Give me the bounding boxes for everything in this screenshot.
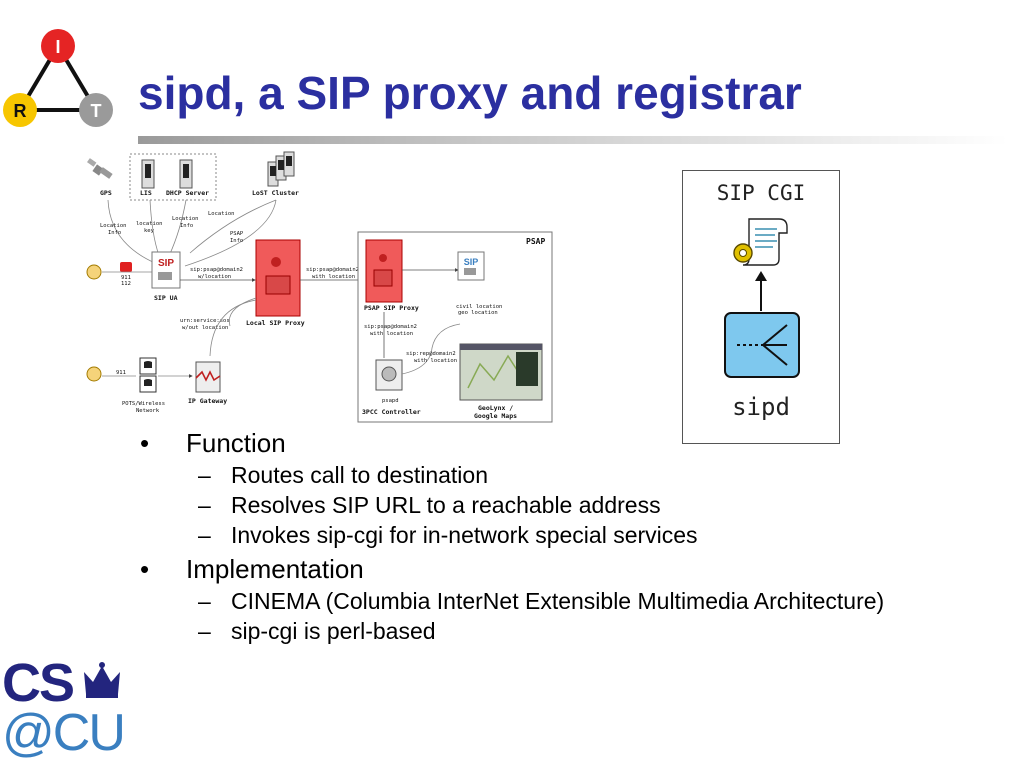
sip-psap-1b: w/location: [198, 274, 231, 280]
local-sip-proxy-icon: [255, 239, 301, 317]
controller-icon: [375, 359, 403, 391]
num-911-b: 911: [116, 370, 126, 376]
irt-logo-i-circle: [41, 29, 75, 63]
irt-logo-r: R: [14, 101, 27, 121]
architecture-diagram: GPS LIS DHCP Server LoST Cluster Locatio…: [86, 151, 553, 423]
sip-rep-b: with location: [414, 358, 457, 364]
location-3: Location: [208, 211, 235, 217]
sip-cgi-title: SIP CGI: [716, 181, 806, 205]
geolynx-label-b: Google Maps: [474, 412, 517, 420]
gps-satellite-icon: [87, 158, 113, 179]
local-proxy-label: Local SIP Proxy: [246, 319, 305, 327]
urn-service: urn:service:sos: [180, 318, 230, 324]
red-phone-icon: [120, 262, 132, 272]
lost-cluster-icon: [267, 151, 295, 187]
psap-info: PSAP: [230, 231, 244, 237]
urn-service-b: w/out location: [182, 325, 228, 331]
lis-dhcp-group: [129, 153, 217, 201]
dhcp-server-icon: [179, 159, 193, 189]
slide-title: sipd, a SIP proxy and registrar: [138, 67, 802, 119]
pots-label-b: Network: [136, 408, 160, 414]
ip-gateway-icon: [195, 361, 221, 393]
controller-label: 3PCC Controller: [362, 408, 421, 416]
up-arrow: [755, 271, 767, 311]
sipd-label: sipd: [732, 393, 790, 421]
crown-icon: [84, 662, 120, 698]
lost-label: LoST Cluster: [252, 189, 299, 197]
sip-psap-2: sip:psap@domain2: [306, 267, 359, 273]
location-info-1: Location: [100, 223, 127, 229]
dhcp-label: DHCP Server: [166, 189, 209, 197]
psap-label: PSAP: [526, 237, 545, 246]
num-911: 911: [121, 275, 131, 281]
location-key-b: key: [144, 228, 155, 234]
irt-logo-t-circle: [79, 93, 113, 127]
sip-psap-3b: with location: [370, 331, 413, 337]
civil-location: civil location: [456, 304, 502, 310]
psapd-label: psapd: [382, 398, 399, 404]
cs-logo-text: CS: [2, 653, 75, 713]
num-112: 112: [121, 281, 131, 287]
cu-logo-text: @CU: [2, 704, 126, 762]
cgi-script-icon: [733, 218, 788, 266]
irt-logo-i: I: [55, 37, 60, 57]
pots-phone-icon: [139, 357, 157, 393]
location-info-2b: Info: [180, 223, 193, 229]
sip-rep: sip:rep@domain2: [406, 351, 456, 357]
title-rule: [138, 136, 1008, 144]
sip-psap-3: sip:psap@domain2: [364, 324, 417, 330]
location-info-2: Location: [172, 216, 199, 222]
psap-sip-ua-icon: SIP: [457, 251, 485, 281]
psap-sip-proxy-icon: [365, 239, 403, 303]
ip-gateway-label: IP Gateway: [188, 397, 227, 405]
irt-logo-r-circle: [3, 93, 37, 127]
psap-proxy-label: PSAP SIP Proxy: [364, 304, 419, 312]
location-info-1b: Info: [108, 230, 121, 236]
gps-label: GPS: [100, 189, 112, 197]
lis-server-icon: [141, 159, 155, 189]
lis-label: LIS: [140, 189, 152, 197]
psap-info-b: Info: [230, 238, 243, 244]
svg-text:SIP: SIP: [158, 258, 174, 269]
civil-location-b: geo location: [458, 310, 498, 316]
svg-text:SIP: SIP: [464, 257, 479, 267]
sip-psap-1: sip:psap@domain2: [190, 267, 243, 273]
irt-logo-t: T: [91, 101, 102, 121]
cs-cu-logo: CS @CU: [2, 656, 132, 764]
location-key: location: [136, 221, 163, 227]
irt-logo: I R T: [3, 29, 113, 127]
pots-label: POTS/Wireless: [122, 401, 165, 407]
geolynx-map-image: [459, 343, 543, 401]
hand-icon: [86, 264, 102, 280]
sip-cgi-figure: SIP CGI sipd: [682, 170, 840, 444]
sip-psap-2b: with location: [312, 274, 355, 280]
sip-ua-icon: SIP: [151, 251, 181, 289]
sip-ua-label: SIP UA: [154, 294, 178, 302]
sipd-router-icon: [724, 312, 800, 378]
geolynx-label: GeoLynx /: [478, 404, 513, 412]
hand-icon-2: [86, 366, 102, 382]
